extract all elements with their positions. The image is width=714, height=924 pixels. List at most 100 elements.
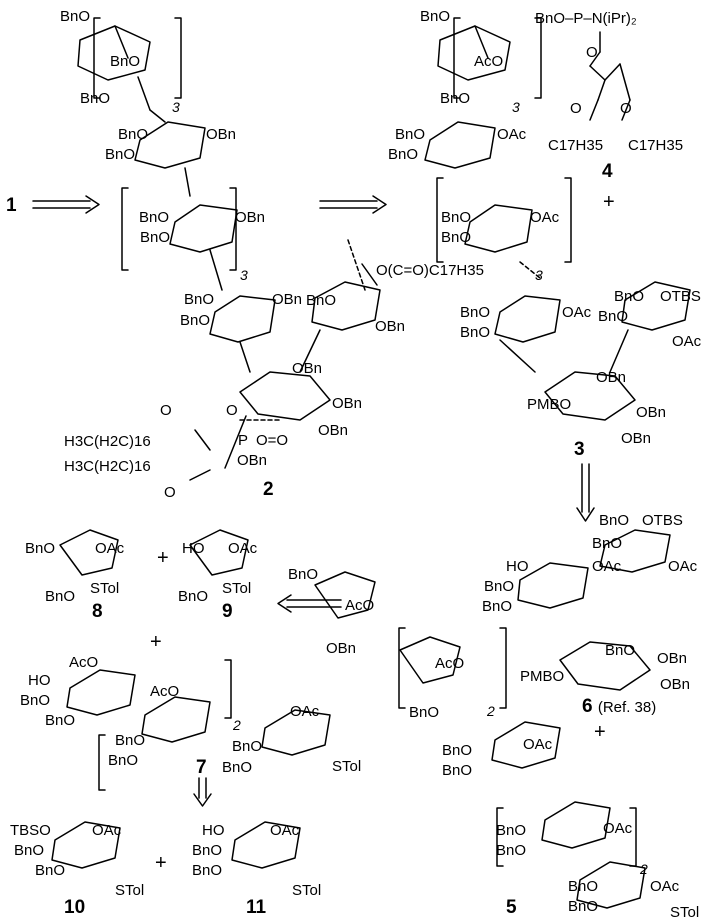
c4-acyl-2: C17H35 xyxy=(628,137,684,154)
c5-bno-2: BnO xyxy=(409,704,440,721)
c5-aco-2: AcO xyxy=(435,655,465,672)
c2-bno-6: BnO xyxy=(139,209,170,226)
c8-oac: OAc xyxy=(95,540,125,557)
compound-6-ref: (Ref. 38) xyxy=(597,699,657,716)
c5-bno-4: BnO xyxy=(442,762,473,779)
compound-6-label: 6 (Ref. 38) xyxy=(582,697,656,718)
c3-bno-9: BnO xyxy=(614,288,645,305)
compound-3-rings xyxy=(424,17,691,421)
c2-o-3: O xyxy=(164,484,176,501)
c2-bno-4: BnO xyxy=(118,126,149,143)
compound-9-label: 9 xyxy=(222,601,233,622)
c2-lipid-2: H3C(H2C)16 xyxy=(64,458,151,475)
c2-obn-3: OBn xyxy=(272,291,303,308)
c2-p: P xyxy=(238,432,249,449)
compound-5-label: 5 xyxy=(506,897,517,918)
c10-stol: STol xyxy=(115,882,145,899)
c5-oac-3: OAc xyxy=(650,878,680,895)
c5-bno-5: BnO xyxy=(496,822,527,839)
compound-6-rings xyxy=(517,529,671,691)
c3-pmbo: PMBO xyxy=(527,396,572,413)
c3-bno-5: BnO xyxy=(441,209,472,226)
c3-obn-1: OBn xyxy=(596,369,627,386)
c3-obn-3: OBn xyxy=(621,430,652,447)
c2-obn-6: OBn xyxy=(332,395,363,412)
compound-5-rings xyxy=(314,571,646,909)
c5-bno-1: BnO xyxy=(288,566,319,583)
compound-1-label: 1 xyxy=(6,195,17,216)
c10-bno-1: BnO xyxy=(14,842,45,859)
c2-obn-2: OBn xyxy=(235,209,266,226)
c6-bno-3: BnO xyxy=(484,578,515,595)
c5-repeat-2b: 2 xyxy=(640,861,648,877)
c3-oac-3: OAc xyxy=(562,304,592,321)
compound-7-rings xyxy=(66,659,331,791)
c6-bno-5: BnO xyxy=(605,642,636,659)
c6-obn-1: OBn xyxy=(657,650,688,667)
c2-bno-3: BnO xyxy=(80,90,111,107)
c3-bno-4: BnO xyxy=(388,146,419,163)
c2-bno-1: BnO xyxy=(60,8,91,25)
c4-acyl-1: C17H35 xyxy=(548,137,604,154)
c2-oo: O=O xyxy=(256,432,289,449)
c3-otbs: OTBS xyxy=(660,288,701,305)
c2-bno-9: BnO xyxy=(180,312,211,329)
c6-otbs: OTBS xyxy=(642,512,683,529)
c5-bno-6: BnO xyxy=(496,842,527,859)
c4-head: BnO–P–N(iPr)₂ xyxy=(535,10,637,27)
c8-bno-1: BnO xyxy=(25,540,56,557)
c7-aco-2: AcO xyxy=(150,683,180,700)
c7-bno-6: BnO xyxy=(222,759,253,776)
c9-stol: STol xyxy=(222,580,252,597)
c4-o-1: O xyxy=(586,44,598,61)
c2-obn-8: OBn xyxy=(237,452,268,469)
c11-oac: OAc xyxy=(270,822,300,839)
c6-ho: HO xyxy=(506,558,529,575)
c11-bno-2: BnO xyxy=(192,862,223,879)
c8-bno-2: BnO xyxy=(45,588,76,605)
c5-bno-3: BnO xyxy=(442,742,473,759)
retro-arrow-3-to-5-6 xyxy=(576,463,595,522)
compound-3-label: 3 xyxy=(574,439,585,460)
c6-bno-4: BnO xyxy=(482,598,513,615)
plus-sign-10-11: + xyxy=(155,852,167,874)
c6-bno-2: BnO xyxy=(592,535,623,552)
c6-bno-1: BnO xyxy=(599,512,630,529)
retro-arrow-5-to-7 xyxy=(277,594,342,613)
c4-o-3: O xyxy=(620,100,632,117)
c5-oac-1: OAc xyxy=(523,736,553,753)
c7-oac: OAc xyxy=(290,703,320,720)
c3-bno-10: BnO xyxy=(598,308,629,325)
c8-stol: STol xyxy=(90,580,120,597)
c5-oac-2: OAc xyxy=(603,820,633,837)
c4-o-2: O xyxy=(570,100,582,117)
c5-bno-7: BnO xyxy=(568,878,599,895)
c6-obn-2: OBn xyxy=(660,676,691,693)
c2-acyl: O(C=O)C17H35 xyxy=(376,262,484,279)
c3-repeat-3a: 3 xyxy=(512,99,520,115)
c5-repeat-2a: 2 xyxy=(487,703,495,719)
c5-obn-1: OBn xyxy=(326,640,357,657)
compound-2-rings xyxy=(77,25,381,481)
c5-bno-8: BnO xyxy=(568,898,599,915)
retro-arrow-7-to-10-11 xyxy=(193,777,212,807)
c11-stol: STol xyxy=(292,882,322,899)
c9-oac: OAc xyxy=(228,540,258,557)
compound-2-brackets xyxy=(93,17,237,271)
c7-repeat-2: 2 xyxy=(233,717,241,733)
compound-11-label: 11 xyxy=(246,897,267,918)
c6-oac-1: OAc xyxy=(668,558,698,575)
c3-bno-1: BnO xyxy=(420,8,451,25)
compound-2-label: 2 xyxy=(263,479,274,500)
c7-aco-1: AcO xyxy=(69,654,99,671)
c3-bno-7: BnO xyxy=(460,304,491,321)
compound-8-label: 8 xyxy=(92,601,103,622)
c3-bno-6: BnO xyxy=(441,229,472,246)
c3-obn-2: OBn xyxy=(636,404,667,421)
c6-oac-2: OAc xyxy=(592,558,622,575)
plus-sign-6-5: + xyxy=(594,721,606,743)
c2-lipid-1: H3C(H2C)16 xyxy=(64,433,151,450)
compound-10-11-rings xyxy=(51,821,301,869)
c3-oac-1: OAc xyxy=(497,126,527,143)
